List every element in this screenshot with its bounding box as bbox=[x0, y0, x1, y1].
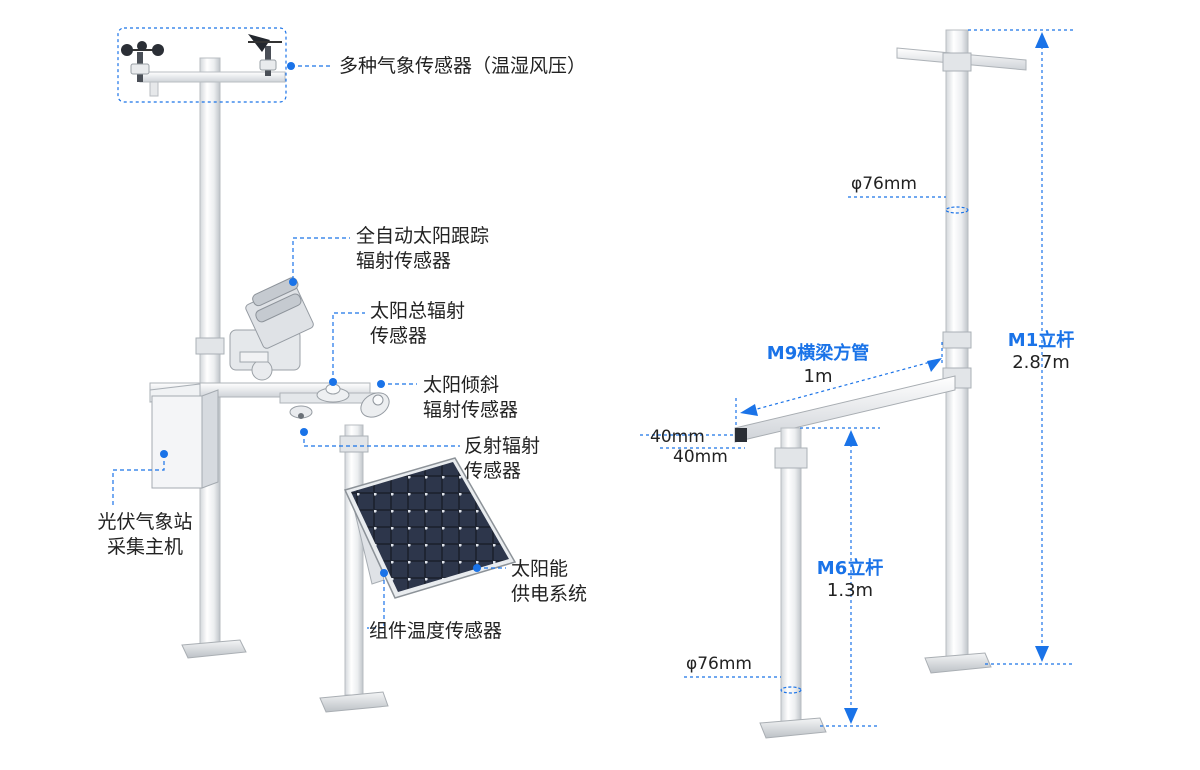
dim-beam: M9横梁方管 bbox=[766, 343, 870, 364]
dim-m1-pole: M1立杆 bbox=[1007, 330, 1075, 351]
sun-tracker bbox=[229, 277, 314, 381]
dimension-lines bbox=[640, 29, 1075, 727]
m1-base bbox=[924, 652, 992, 674]
label-power-line2: 供电系统 bbox=[511, 583, 588, 605]
label-tilt-line2: 辐射传感器 bbox=[423, 399, 519, 421]
top-cross-arm bbox=[139, 71, 286, 83]
top-arm-riser bbox=[149, 81, 159, 97]
dim-m1-diameter: φ76mm bbox=[851, 174, 917, 194]
solar-panel bbox=[343, 457, 517, 599]
label-tracker-line1: 全自动太阳跟踪 bbox=[356, 225, 490, 247]
secondary-pole-base bbox=[319, 691, 389, 713]
wind-vane bbox=[248, 34, 282, 76]
label-reflect-line2: 传感器 bbox=[464, 460, 522, 482]
tilt-radiation-sensor bbox=[360, 392, 390, 418]
label-tracker-line2: 辐射传感器 bbox=[356, 250, 452, 272]
main-pole-base bbox=[181, 639, 247, 659]
dim-m6-diameter: φ76mm bbox=[686, 654, 752, 674]
left-assembly bbox=[117, 27, 517, 713]
m1-diameter-ring bbox=[945, 206, 969, 214]
dim-m1-length: 2.87m bbox=[1012, 352, 1070, 373]
leader-dots bbox=[160, 62, 481, 577]
right-assembly bbox=[734, 29, 1027, 739]
label-global-line2: 传感器 bbox=[370, 325, 428, 347]
reflect-radiation-sensor bbox=[289, 405, 313, 419]
leader-lines bbox=[112, 65, 506, 629]
label-reflect-line1: 反射辐射 bbox=[464, 435, 541, 457]
weather-sensors-highlight bbox=[117, 27, 287, 103]
label-tilt-line1: 太阳倾斜 bbox=[423, 374, 500, 396]
secondary-pole bbox=[344, 424, 364, 696]
label-global-line1: 太阳总辐射 bbox=[370, 300, 466, 322]
m6-base bbox=[759, 717, 827, 739]
label-host-line2: 采集主机 bbox=[106, 536, 183, 558]
global-radiation-sensor bbox=[316, 383, 350, 403]
dim-m6-pole: M6立杆 bbox=[816, 558, 884, 579]
anemometer bbox=[121, 41, 164, 82]
m1-mid-clamp bbox=[942, 331, 972, 349]
dim-beam-width: 40mm bbox=[650, 427, 705, 447]
logger-box bbox=[149, 383, 219, 489]
secondary-pole-clamp bbox=[339, 435, 369, 453]
m6-top-clamp bbox=[774, 447, 808, 469]
dim-m6-length: 1.3m bbox=[826, 580, 874, 601]
m6-pole bbox=[780, 427, 802, 729]
dim-beam-height: 40mm bbox=[673, 447, 728, 467]
dim-beam-length: 1m bbox=[803, 366, 833, 387]
pole-clamp bbox=[195, 337, 225, 355]
label-host-line1: 光伏气象站 bbox=[97, 511, 193, 533]
m9-beam-end bbox=[735, 428, 747, 442]
m1-top-clamp bbox=[942, 52, 972, 72]
m6-diameter-ring bbox=[780, 686, 802, 694]
label-power-line1: 太阳能 bbox=[511, 558, 569, 580]
label-module-temp: 组件温度传感器 bbox=[369, 620, 503, 642]
label-weather-sensors: 多种气象传感器（温湿风压） bbox=[339, 55, 587, 77]
